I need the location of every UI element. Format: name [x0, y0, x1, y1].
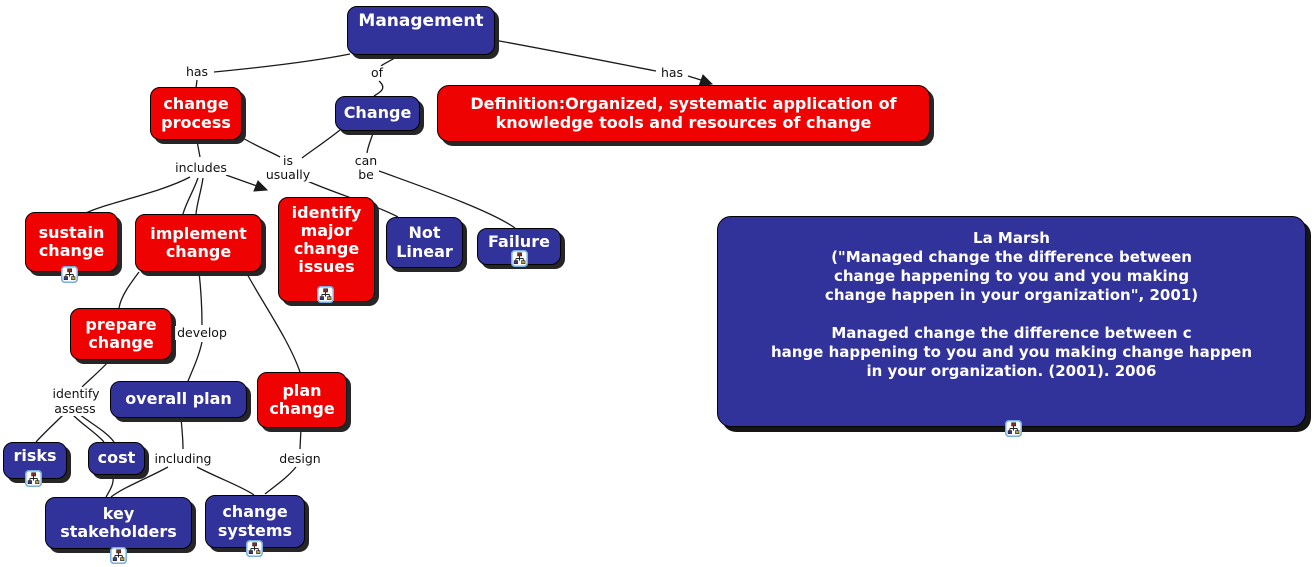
arrowhead-identify: [253, 180, 269, 192]
node-identify-major-change-issues[interactable]: identify major change issues: [278, 197, 375, 302]
edge-includes-identify: [225, 174, 258, 187]
link-label-can[interactable]: can: [352, 153, 380, 168]
node-plan-change[interactable]: plan change: [257, 372, 347, 428]
edge-management-has-left: [213, 53, 351, 73]
la-marsh-line: Managed change the difference between c: [831, 324, 1192, 342]
node-label: change process: [161, 94, 231, 132]
node-la-marsh[interactable]: La Marsh ("Managed change the difference…: [717, 216, 1306, 427]
node-label: overall plan: [125, 389, 232, 409]
edge-includes-implement-a: [182, 177, 199, 215]
edge-change-canbe: [366, 130, 375, 154]
link-label-is[interactable]: is: [281, 153, 295, 168]
edge-includes-sustain: [85, 176, 191, 214]
node-change-process[interactable]: change process: [150, 87, 242, 140]
node-label: key stakeholders: [60, 503, 177, 541]
link-label-assess[interactable]: assess: [52, 401, 98, 416]
edge-prepare-identifyassess: [81, 359, 111, 388]
node-overall-plan[interactable]: overall plan: [110, 381, 247, 418]
edge-including-keystakeholders: [110, 466, 169, 498]
edge-identifyassess-cost-b: [78, 413, 115, 443]
node-label: prepare change: [85, 314, 157, 352]
cmap-resource-icon[interactable]: [317, 286, 334, 303]
node-label: change systems: [217, 502, 293, 540]
link-label-has-left[interactable]: has: [183, 64, 211, 79]
cmap-resource-icon[interactable]: [25, 470, 42, 487]
cmap-resource-icon[interactable]: [511, 250, 528, 267]
edge-planchange-design: [299, 427, 302, 450]
edge-change-is: [301, 129, 341, 159]
edge-cost-keystakeholders: [105, 476, 114, 498]
link-label-design[interactable]: design: [277, 451, 323, 466]
node-label: sustain change: [38, 222, 105, 260]
edge-implement-develop: [198, 271, 203, 326]
la-marsh-line: change happen in your organization", 200…: [824, 286, 1199, 304]
edge-implement-prepare: [118, 271, 140, 309]
node-not-linear[interactable]: Not Linear: [386, 217, 463, 268]
node-management[interactable]: Management: [347, 6, 495, 55]
node-label: Management: [358, 11, 484, 31]
la-marsh-line: ("Managed change the difference between: [831, 248, 1192, 266]
link-label-of[interactable]: of: [368, 65, 386, 80]
edge-management-of: [380, 54, 401, 67]
link-label-identify[interactable]: identify: [50, 386, 102, 401]
node-label: Definition:Organized, systematic applica…: [470, 94, 897, 132]
edge-identifyassess-risks: [35, 414, 64, 443]
node-label: plan change: [269, 380, 335, 418]
edge-of-change: [373, 80, 384, 97]
edge-canbe-failure: [378, 170, 516, 229]
la-marsh-line: La Marsh: [973, 229, 1050, 247]
node-label: implement change: [150, 223, 247, 261]
link-label-has-right[interactable]: has: [658, 65, 686, 80]
link-label-be[interactable]: be: [356, 167, 376, 182]
edge-management-has-right: [493, 39, 657, 72]
link-label-includes[interactable]: includes: [173, 160, 229, 175]
node-label: risks: [13, 446, 57, 465]
link-label-usually[interactable]: usually: [263, 167, 313, 182]
la-marsh-line: hange happening to you and you making ch…: [770, 343, 1253, 361]
edge-identifyassess-cost-a: [72, 414, 105, 443]
node-implement-change[interactable]: implement change: [135, 214, 262, 272]
node-key-stakeholders[interactable]: key stakeholders: [45, 497, 192, 549]
la-marsh-line: [722, 305, 1301, 324]
node-label: Failure: [488, 232, 550, 251]
edge-change-process-includes: [196, 140, 201, 158]
edge-overallplan-including: [180, 417, 184, 450]
node-change-systems[interactable]: change systems: [205, 495, 305, 548]
link-label-including[interactable]: including: [152, 451, 214, 466]
edge-has-right-definition: [687, 75, 702, 81]
edge-design-changesystems: [264, 466, 297, 495]
node-definition[interactable]: Definition:Organized, systematic applica…: [437, 85, 930, 142]
edge-including-changesystems: [196, 466, 255, 496]
node-label: identify major change issues: [291, 203, 362, 277]
cmap-resource-icon[interactable]: [1005, 420, 1022, 437]
edge-has-left-change-process: [195, 79, 198, 89]
node-label: cost: [97, 448, 136, 468]
link-label-develop[interactable]: develop: [175, 325, 229, 340]
edge-includes-implement-b: [195, 177, 204, 215]
cmap-resource-icon[interactable]: [110, 547, 127, 564]
edge-develop-overallplan: [187, 341, 203, 382]
node-label: Not Linear: [396, 223, 453, 261]
node-sustain-change[interactable]: sustain change: [25, 212, 118, 272]
node-prepare-change[interactable]: prepare change: [70, 308, 172, 360]
edge-implement-planchange: [245, 271, 301, 373]
la-marsh-line: in your organization. (2001). 2006: [866, 362, 1157, 380]
cmap-resource-icon[interactable]: [246, 540, 263, 557]
node-change[interactable]: Change: [335, 96, 420, 131]
la-marsh-line: change happening to you and you making: [833, 267, 1190, 285]
node-label: Change: [343, 103, 412, 123]
cmap-resource-icon[interactable]: [61, 266, 78, 283]
node-cost[interactable]: cost: [88, 442, 145, 475]
edge-change-process-is: [240, 136, 281, 158]
